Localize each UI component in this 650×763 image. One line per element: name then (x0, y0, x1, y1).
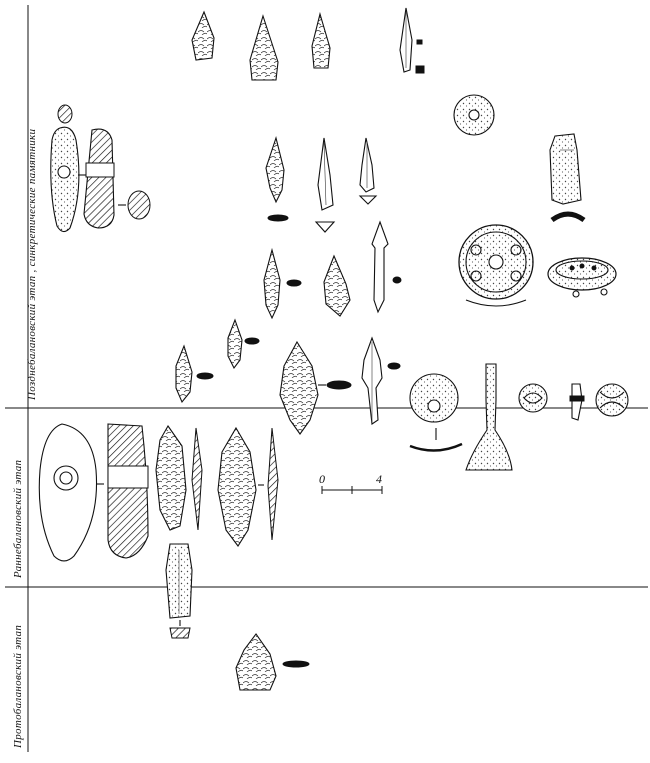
axe-profile (107, 423, 149, 559)
blade-profile (267, 427, 279, 541)
axe-profile (83, 128, 115, 229)
dagger-profile (191, 427, 203, 531)
flint-leaf-blade (217, 426, 257, 547)
point-section (282, 660, 310, 668)
stage-label-proto: Протобалановский этап (12, 624, 24, 748)
flint-arrowhead (263, 247, 281, 320)
flint-dagger (155, 424, 187, 531)
section-mark (415, 65, 425, 74)
flint-point (311, 11, 331, 69)
chisel-section (169, 627, 191, 639)
flint-triangle-point (235, 633, 277, 691)
proto-stage-artifacts (165, 543, 310, 691)
axe-hole (57, 165, 71, 179)
stone-disc (409, 373, 459, 423)
point-section (392, 276, 402, 284)
axe-hole (53, 465, 79, 491)
bone-point (371, 220, 389, 314)
tube-section (550, 211, 586, 223)
scale-bar: 0 4 (319, 472, 383, 494)
metal-arrowhead (317, 137, 334, 211)
point-section (286, 279, 302, 287)
flint-arrowhead (175, 344, 193, 404)
bone-tube (549, 133, 582, 205)
button-profile (571, 383, 583, 421)
point-section (387, 362, 401, 370)
point-section (244, 337, 260, 345)
axe-section (57, 104, 73, 124)
axe-butt-section (127, 190, 151, 220)
bronze-awl-hammer (465, 363, 513, 471)
flint-leaf-point (323, 254, 351, 317)
oval-vessel (547, 257, 617, 291)
decorated-button (518, 383, 548, 413)
section-mark (416, 39, 423, 45)
point-section (326, 380, 352, 390)
stage-label-late: Позднебалановский этап , синкретические … (26, 128, 38, 400)
flint-arrowhead (265, 136, 285, 204)
flint-point (249, 14, 279, 81)
triangle-section (358, 195, 378, 205)
late-stage-artifacts (50, 7, 629, 471)
scale-four: 4 (376, 472, 382, 486)
decorated-button (595, 383, 629, 417)
large-flint-point (279, 340, 319, 435)
flint-point (191, 10, 215, 61)
early-stage-artifacts: 0 4 (38, 423, 383, 562)
shaft-hole-axe (38, 423, 98, 562)
point-section (196, 372, 214, 380)
stage-label-early: Раннебалановский этап (12, 459, 24, 578)
disc-section (409, 442, 463, 452)
stage-divider-lines (5, 5, 648, 752)
point-section (267, 214, 289, 222)
triangle-section (314, 221, 336, 233)
shaft-hole-axe (50, 126, 80, 233)
scale-zero: 0 (319, 472, 325, 486)
flint-arrowhead (227, 318, 243, 370)
